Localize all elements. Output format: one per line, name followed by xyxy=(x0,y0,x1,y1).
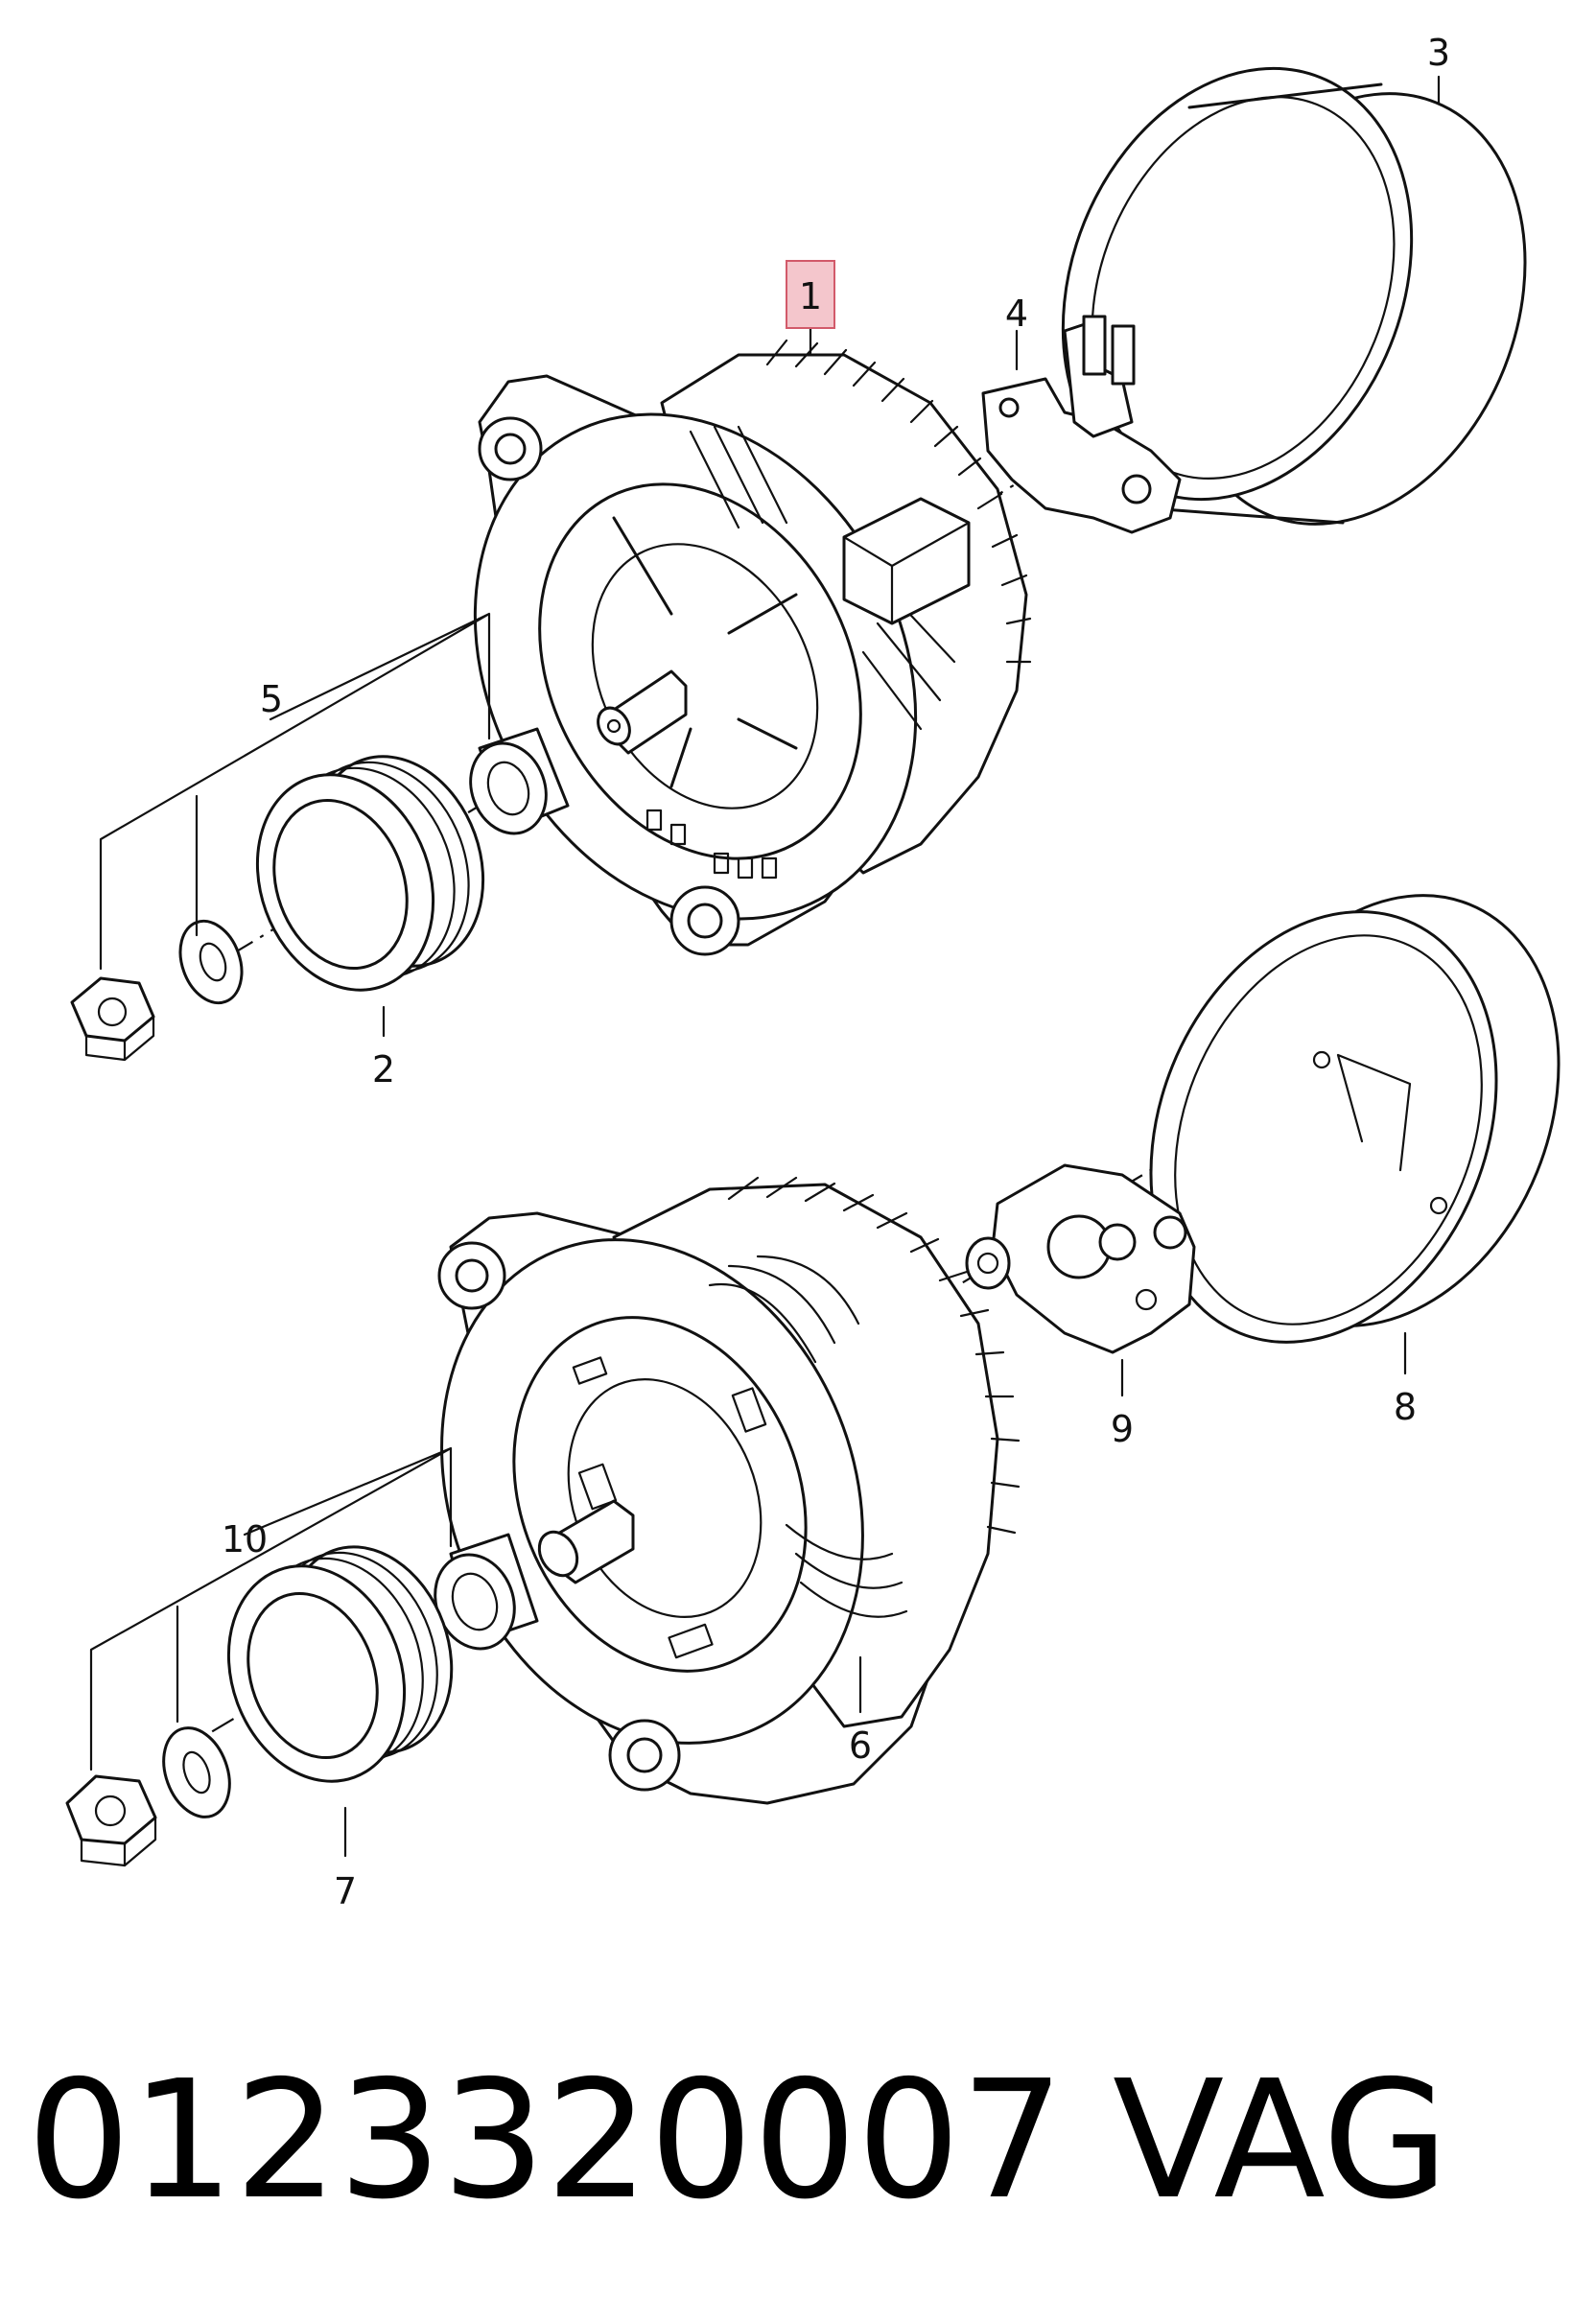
part-6-alternator xyxy=(437,1176,1021,1805)
callout-6: 6 xyxy=(849,1724,872,1767)
part-3-cover-ring xyxy=(1061,66,1527,526)
part-4-voltage-regulator xyxy=(981,315,1182,534)
callout-9: 9 xyxy=(1111,1408,1134,1450)
part-5-hex-nut xyxy=(70,976,155,1062)
part-9-voltage-regulator xyxy=(965,1163,1196,1354)
part-2-pulley xyxy=(255,755,485,992)
callout-5-bracket xyxy=(99,612,491,971)
leader-lines xyxy=(343,75,1441,1858)
callout-1-highlight xyxy=(786,260,835,329)
part-number-label: 0123320007 xyxy=(27,2046,1065,2236)
callout-10: 10 xyxy=(222,1518,268,1560)
part-10-washer xyxy=(162,1726,231,1818)
part-10-spacer-sleeve xyxy=(434,1533,539,1651)
callout-1: 1 xyxy=(799,275,822,317)
part-7-pulley xyxy=(226,1545,454,1783)
part-10-hex-nut xyxy=(65,1774,157,1867)
brand-label: VAG xyxy=(1113,2046,1448,2236)
callout-10-bracket xyxy=(89,1446,453,1771)
callout-8: 8 xyxy=(1394,1386,1417,1428)
part-1-alternator xyxy=(473,339,1032,956)
part-5-spacer-sleeve xyxy=(469,727,570,835)
callout-5: 5 xyxy=(260,678,283,720)
callout-7: 7 xyxy=(334,1870,357,1912)
part-5-washer xyxy=(178,919,244,1005)
callout-3: 3 xyxy=(1427,32,1450,74)
part-8-cover-cap xyxy=(1149,894,1561,1344)
callout-2: 2 xyxy=(372,1048,395,1091)
callout-4: 4 xyxy=(1005,293,1028,335)
